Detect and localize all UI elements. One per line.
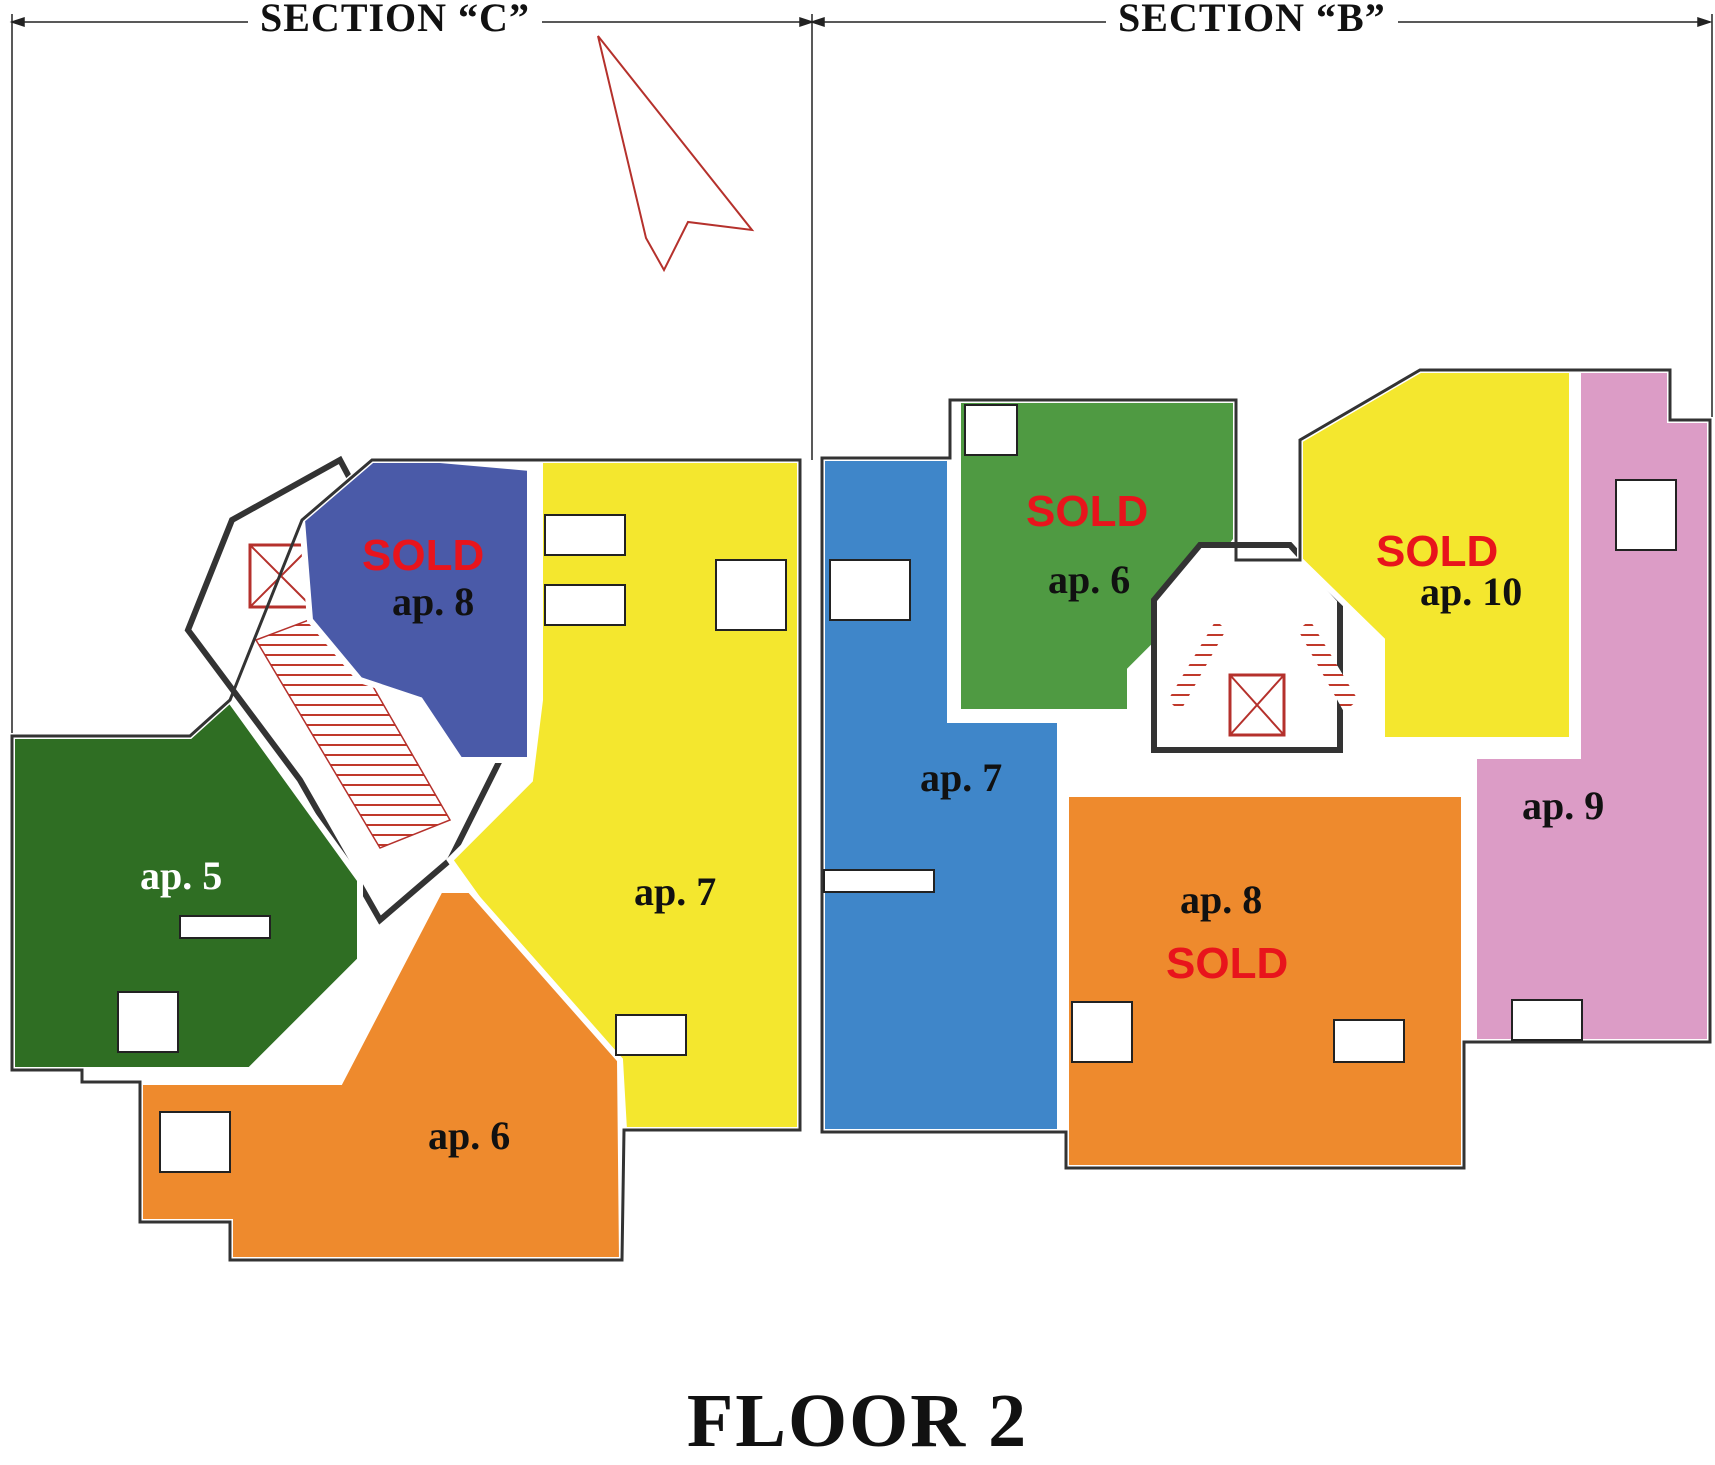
apartment-label: ap. 6: [1048, 557, 1131, 602]
section-b-label: SECTION “B”: [1106, 0, 1398, 41]
section-dimension-lines: [9, 14, 1713, 740]
sold-label: SOLD: [362, 531, 485, 580]
sold-label: SOLD: [1026, 487, 1149, 536]
exterior-walls: [10, 368, 1712, 1262]
apartment-label: ap. 7: [920, 755, 1003, 800]
north-arrow-icon: [597, 35, 755, 273]
apartment-label: ap. 8: [392, 579, 475, 624]
stairs-c: [254, 611, 452, 849]
apartment-label: ap. 5: [140, 853, 223, 898]
section-c-label: SECTION “C”: [248, 0, 542, 41]
sold-label: SOLD: [1376, 527, 1499, 576]
furniture: [117, 404, 1677, 1173]
apartment-label: ap. 6: [428, 1113, 511, 1158]
apartment-label: ap. 9: [1522, 783, 1605, 828]
sold-label: SOLD: [1166, 939, 1289, 988]
apartment-label: ap. 10: [1420, 569, 1523, 614]
floor-title: FLOOR 2: [686, 1379, 1029, 1463]
apartment-label: ap. 8: [1180, 877, 1263, 922]
apartment-label: ap. 7: [634, 869, 717, 914]
stairs-b-right: [1298, 620, 1358, 712]
stairs-b-left: [1168, 620, 1226, 712]
